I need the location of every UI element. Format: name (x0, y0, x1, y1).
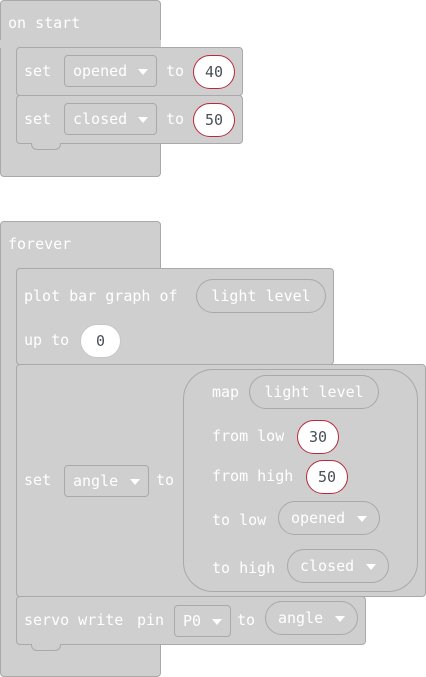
pin-label: pin (137, 611, 165, 629)
variable-dropdown-label: opened (73, 62, 128, 80)
chevron-down-icon (212, 619, 222, 625)
opened-value-input[interactable]: 40 (193, 55, 235, 89)
chevron-down-icon (366, 564, 376, 570)
angle-variable-reporter[interactable]: angle (265, 601, 358, 635)
from-low-value-input[interactable]: 30 (297, 420, 339, 454)
set-label: set (24, 62, 52, 80)
from-high-value-input[interactable]: 50 (306, 460, 348, 494)
forever-label: forever (8, 235, 72, 253)
to-high-label: to high (212, 559, 276, 577)
chevron-down-icon (138, 117, 148, 123)
variable-dropdown-closed[interactable]: closed (64, 103, 157, 135)
set-closed-notch (31, 143, 61, 150)
servo-write-notch (31, 644, 61, 651)
closed-value-input[interactable]: 50 (193, 103, 235, 137)
on-start-label: on start (8, 14, 81, 32)
plot-bar-graph-label: plot bar graph of (24, 287, 178, 305)
chevron-down-icon (130, 479, 140, 485)
on-start-hat-extension (0, 40, 161, 48)
to-low-label: to low (212, 511, 267, 529)
chevron-down-icon (138, 69, 148, 75)
variable-dropdown-opened[interactable]: opened (64, 55, 157, 87)
to-low-variable-label: opened (291, 509, 346, 527)
set-label: set (24, 471, 52, 489)
to-high-variable-label: closed (300, 557, 355, 575)
servo-write-label: servo write (24, 611, 124, 629)
to-low-variable-reporter[interactable]: opened (278, 501, 380, 535)
map-label: map (212, 383, 240, 401)
from-high-label: from high (212, 467, 294, 485)
light-level-reporter[interactable]: light level (249, 375, 379, 409)
pin-dropdown-label: P0 (183, 612, 202, 630)
set-label: set (24, 110, 52, 128)
chevron-down-icon (335, 616, 345, 622)
light-level-reporter[interactable]: light level (196, 279, 326, 313)
variable-dropdown-angle[interactable]: angle (64, 465, 149, 497)
pin-dropdown[interactable]: P0 (174, 605, 231, 637)
chevron-down-icon (357, 516, 367, 522)
from-low-label: from low (212, 427, 285, 445)
to-label: to (156, 471, 175, 489)
to-label: to (166, 62, 185, 80)
variable-dropdown-label: closed (73, 110, 128, 128)
to-high-variable-reporter[interactable]: closed (287, 549, 389, 583)
to-label: to (166, 110, 185, 128)
angle-variable-label: angle (278, 609, 324, 627)
up-to-label: up to (24, 331, 70, 349)
variable-dropdown-label: angle (73, 472, 119, 490)
to-label: to (237, 611, 256, 629)
up-to-value-input[interactable]: 0 (80, 324, 121, 358)
